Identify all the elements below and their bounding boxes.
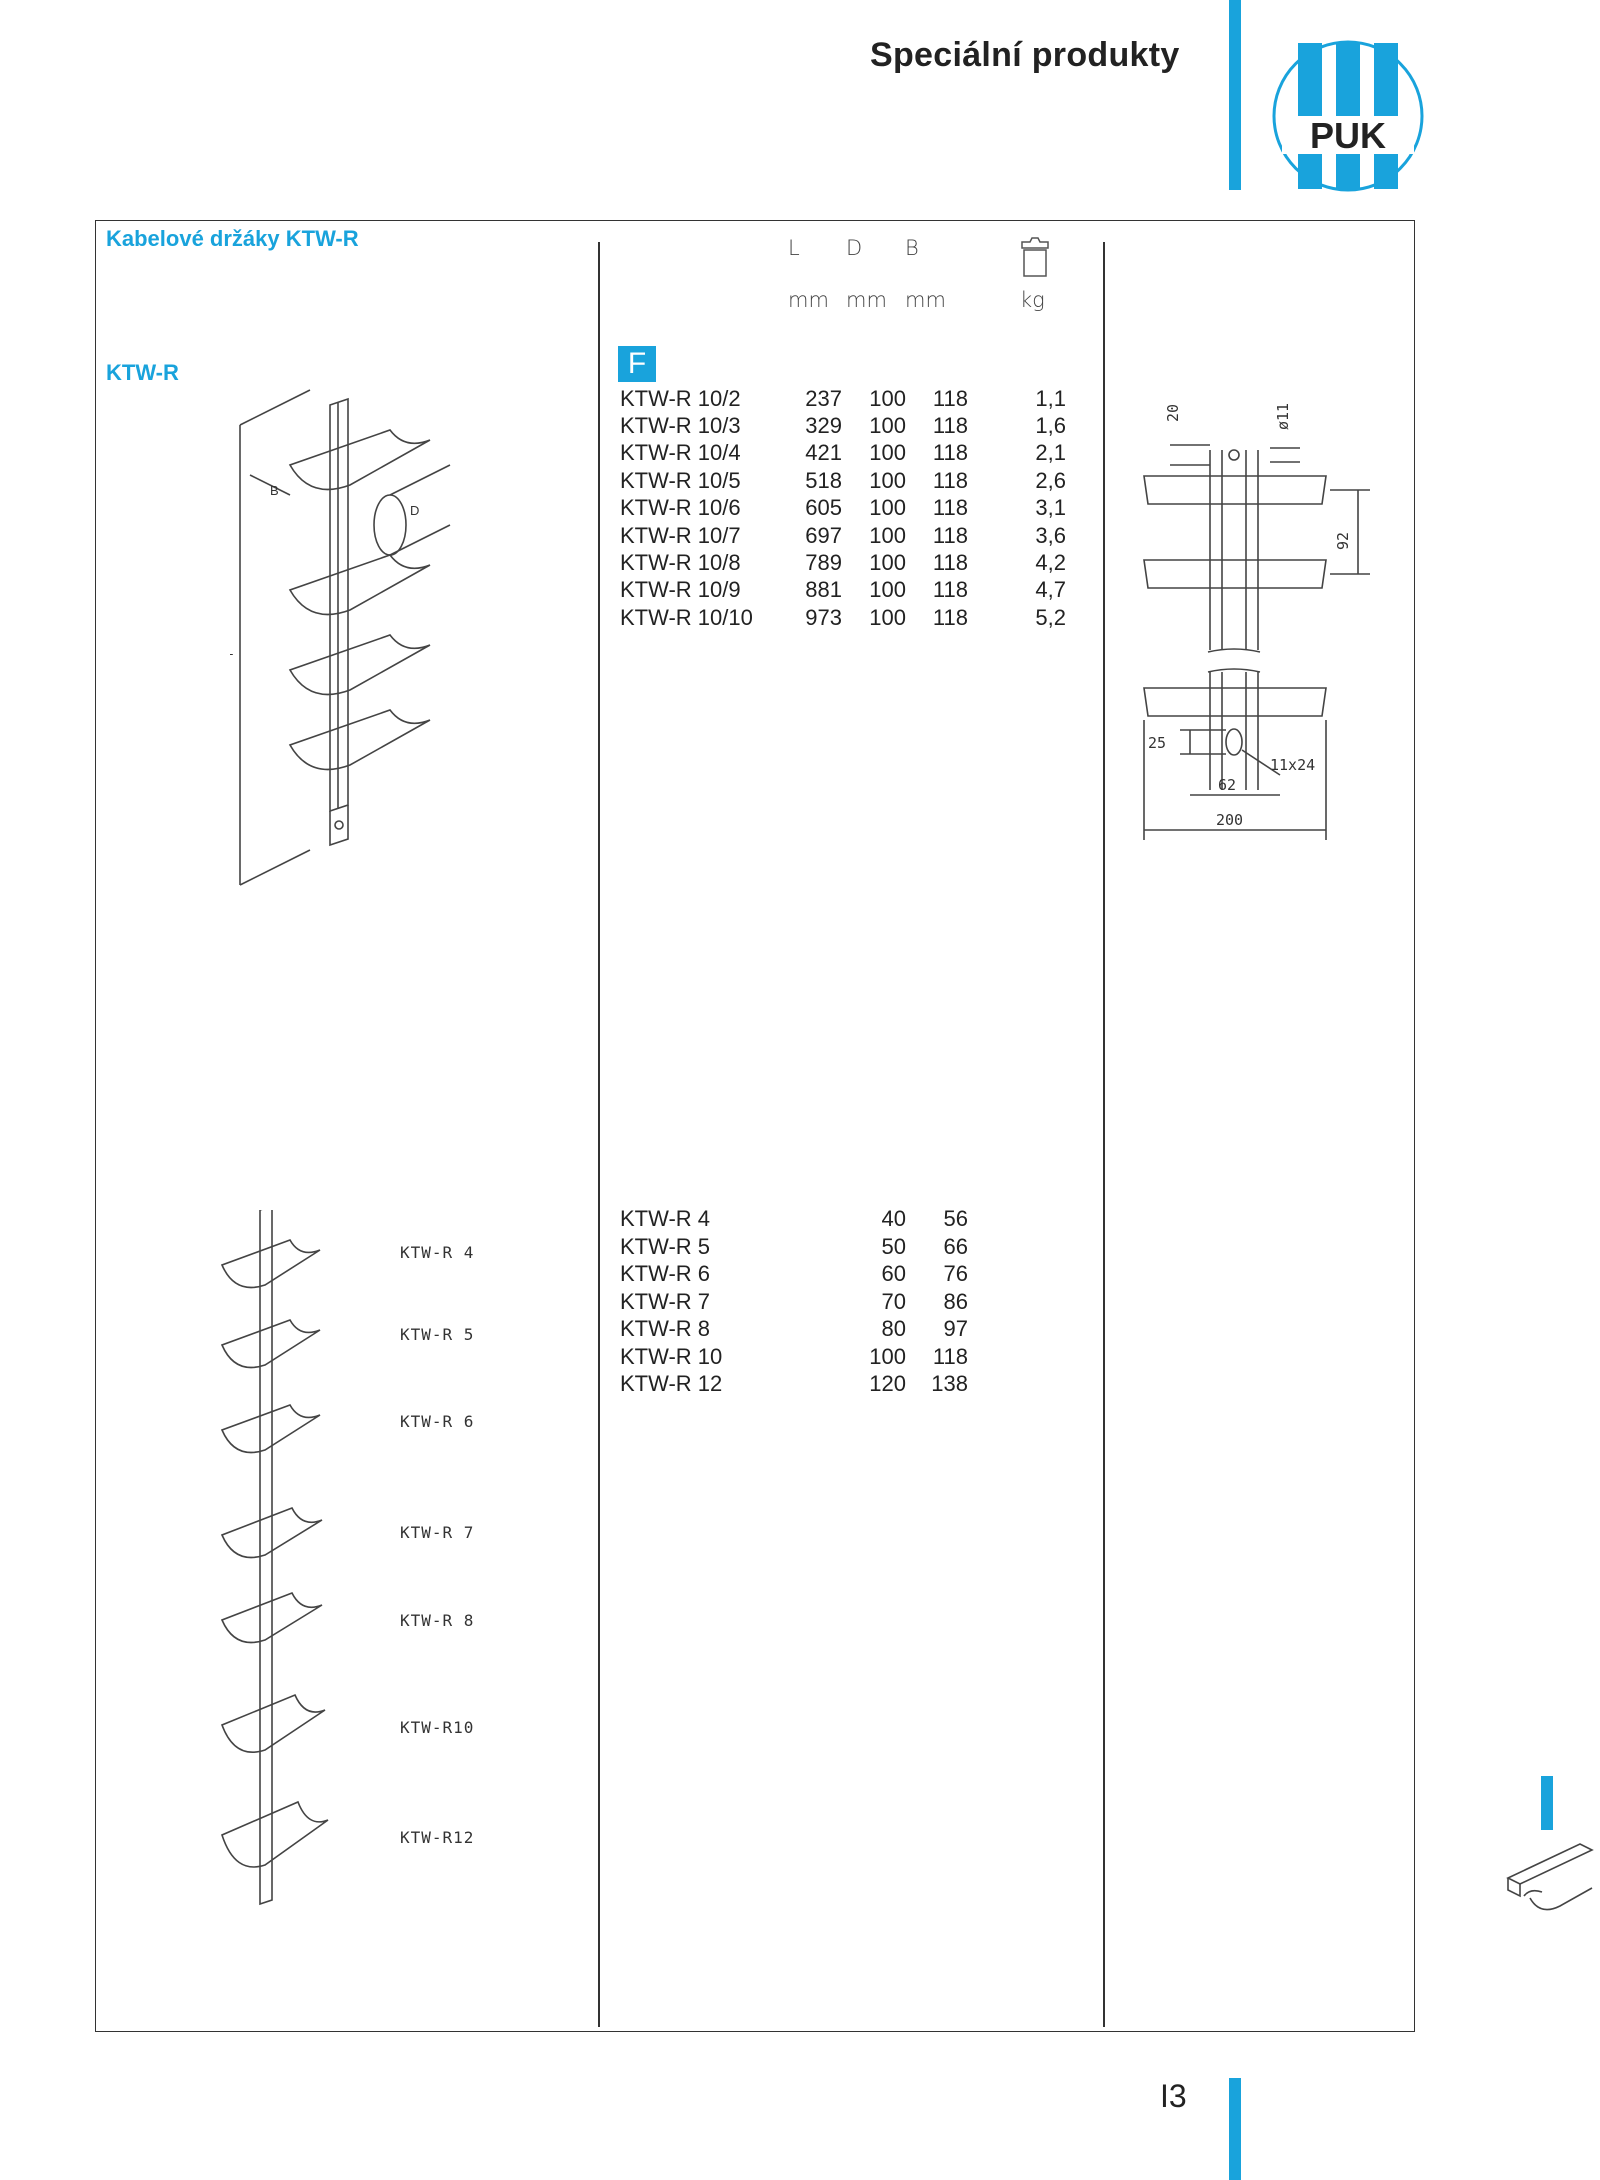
size-label: KTW-R12 [400,1828,475,1847]
column-divider [598,242,600,2027]
size-label: KTW-R 8 [400,1611,475,1630]
dim-d-label: D [410,503,419,518]
logo-text: PUK [1310,115,1386,156]
dim-l-label: L [230,643,233,658]
accent-bar-bottom [1229,2078,1241,2180]
unit-kg: kg [1020,288,1045,312]
dim-dia11: ø11 [1274,403,1292,430]
dim-25: 25 [1148,734,1166,752]
size-label: KTW-R 4 [400,1243,475,1262]
weight-icon [1021,237,1049,277]
dim-62: 62 [1218,776,1236,794]
technical-drawing: 20 ø11 92 25 11x24 62 200 [1143,403,1370,840]
ktw-r-isometric-drawing: B D L [230,389,451,886]
page-title: Speciální produkty [870,36,1180,74]
size-label: KTW-R 5 [400,1325,475,1344]
column-divider [1103,242,1105,2027]
section-title: Kabelové držáky KTW-R [106,226,359,251]
dim-b-label: B [270,483,279,498]
unit-b: mm [905,288,946,312]
unit-d: mm [846,288,887,312]
page-number: I3 [1160,2078,1187,2114]
section-tab-marker [1541,1776,1553,1830]
size-label: KTW-R10 [400,1718,475,1737]
dim-slot: 11x24 [1270,756,1315,774]
col-header-l: L [788,236,800,260]
section-thumbnail-icon [1506,1843,1594,1911]
section-subtitle: KTW-R [106,360,179,385]
dim-200: 200 [1216,811,1243,829]
col-header-b: B [905,236,919,260]
col-header-d: D [846,236,863,260]
accent-bar-top [1229,0,1241,190]
material-badge: F [618,346,656,382]
content-frame [95,220,1415,2032]
size-label: KTW-R 6 [400,1412,475,1431]
dim-92: 92 [1334,532,1352,550]
size-variants-drawing [220,1210,329,1906]
dim-20: 20 [1164,404,1182,422]
unit-l: mm [788,288,829,312]
puk-logo: PUK [1272,40,1424,192]
size-label: KTW-R 7 [400,1523,475,1542]
